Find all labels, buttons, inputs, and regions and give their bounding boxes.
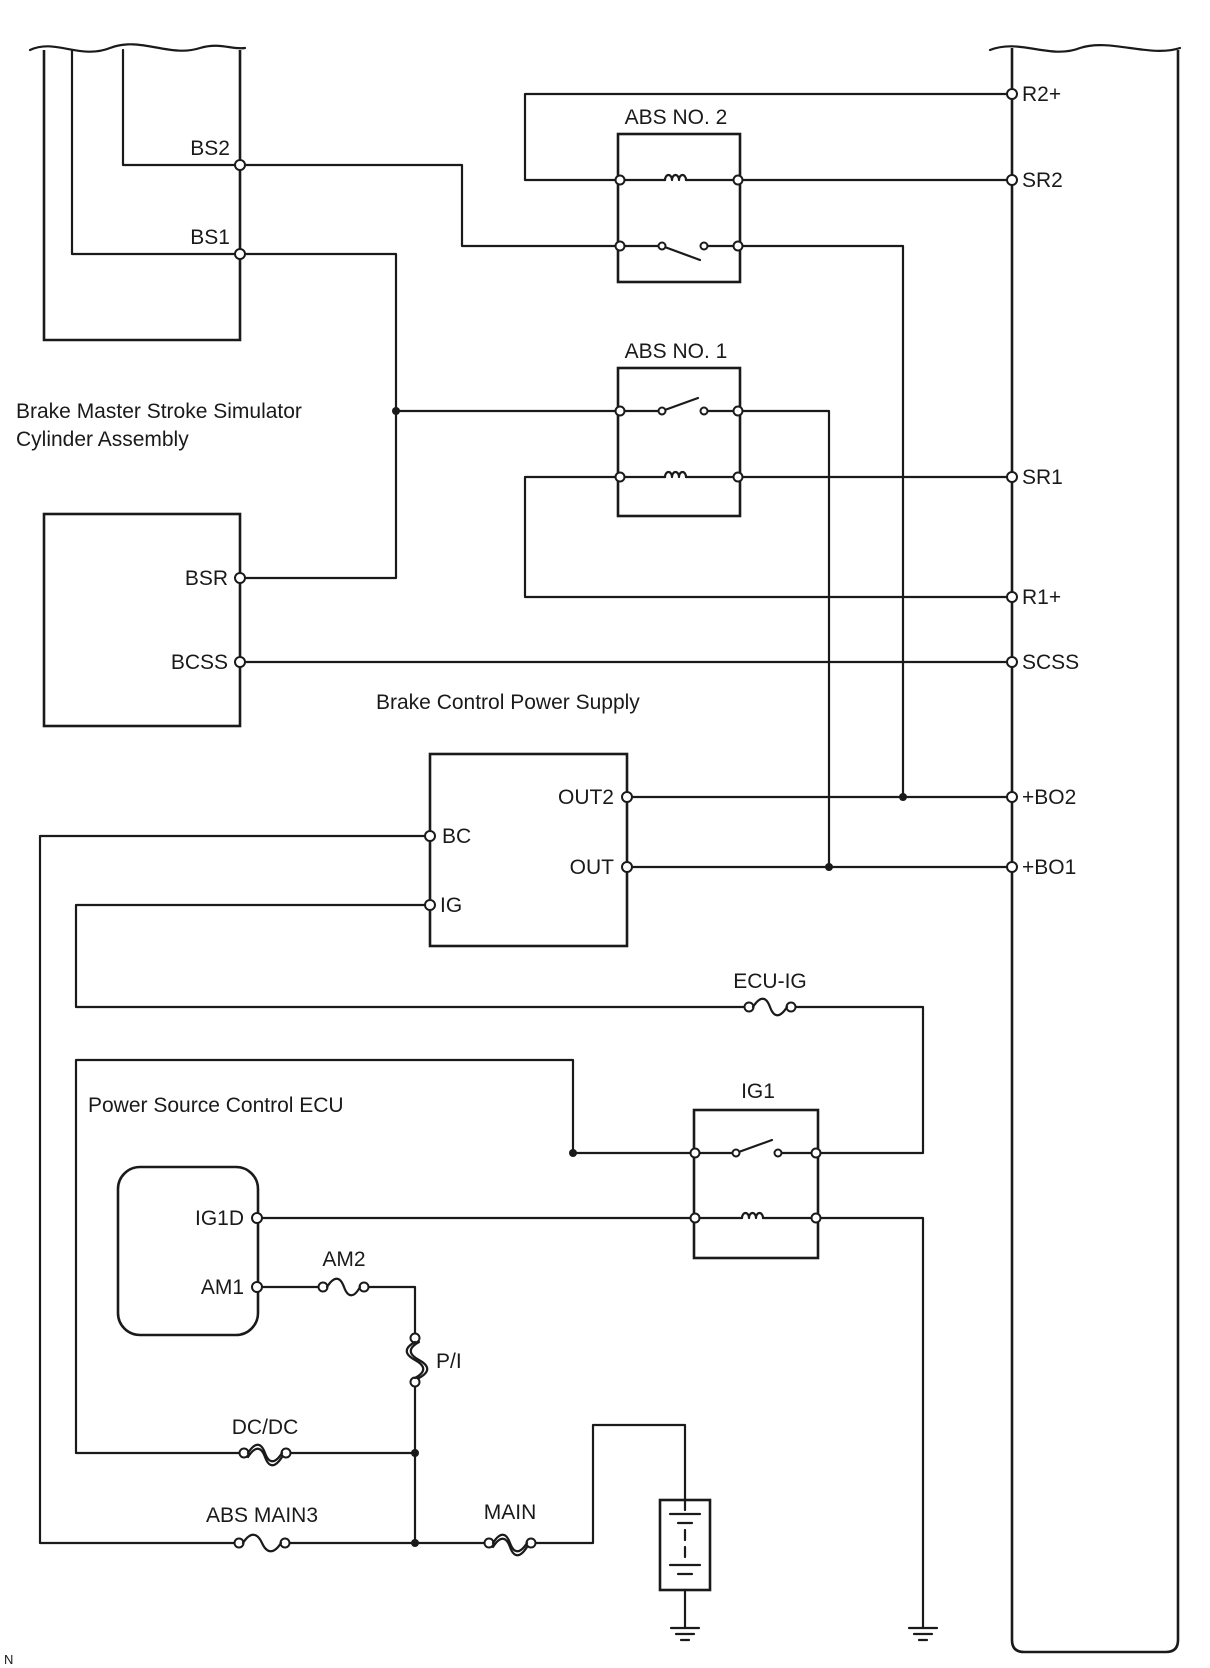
fuse-label-dcdc: DC/DC	[232, 1416, 299, 1439]
relay-abs-no1: ABS NO. 1	[614, 340, 744, 518]
ground-symbol-ig1	[907, 1626, 939, 1642]
relay-label-abs-no1: ABS NO. 1	[625, 340, 728, 363]
terminal-label-r2-plus: R2+	[1022, 83, 1061, 106]
relay-label-ig1: IG1	[741, 1080, 775, 1103]
master-cylinder-label: Brake Master Stroke Simulator Cylinder A…	[16, 400, 302, 451]
wiring-lines	[38, 92, 1009, 1630]
terminal-label-sr1: SR1	[1022, 466, 1063, 489]
fuse-abs-main3: ABS MAIN3	[206, 1504, 318, 1553]
power-supply-block: Brake Control Power Supply OUT2 OUT BC I…	[376, 691, 640, 948]
terminal-label-ig1d: IG1D	[195, 1207, 244, 1230]
junction-dots	[392, 407, 907, 1547]
relay-abs-no2: ABS NO. 2	[614, 106, 744, 284]
terminal-label-out: OUT	[570, 856, 615, 879]
terminal-label-bs1: BS1	[190, 226, 230, 249]
terminal-label-bo1-plus: +BO1	[1022, 856, 1076, 879]
relay-label-abs-no2: ABS NO. 2	[625, 106, 728, 129]
fuse-label-main: MAIN	[484, 1501, 537, 1524]
power-source-ecu-block: Power Source Control ECU IG1D AM1	[88, 1094, 344, 1337]
master-cylinder-label-line1: Brake Master Stroke Simulator	[16, 400, 302, 423]
fuse-am2: AM2	[317, 1248, 370, 1297]
terminal-label-bo2-plus: +BO2	[1022, 786, 1076, 809]
power-source-ecu-label: Power Source Control ECU	[88, 1094, 344, 1117]
battery-symbol	[658, 1498, 712, 1592]
ground-symbol-battery	[669, 1626, 701, 1642]
power-supply-label: Brake Control Power Supply	[376, 691, 640, 714]
terminal-label-bs2: BS2	[190, 137, 230, 160]
fuse-pi: P/I	[405, 1332, 462, 1388]
terminal-label-bsr: BSR	[185, 567, 228, 590]
terminal-label-scss: SCSS	[1022, 651, 1079, 674]
fuse-label-am2: AM2	[322, 1248, 365, 1271]
terminal-label-bcss: BCSS	[171, 651, 228, 674]
master-cylinder-label-line2: Cylinder Assembly	[16, 428, 189, 451]
fuse-label-ecu-ig: ECU-IG	[733, 970, 807, 993]
terminal-label-ig: IG	[440, 894, 462, 917]
master-cylinder-block: BS2 BS1	[28, 43, 247, 342]
terminal-label-am1: AM1	[201, 1276, 244, 1299]
fuse-dcdc: DC/DC	[232, 1416, 299, 1467]
footer-code: N	[4, 1652, 13, 1667]
terminal-label-bc: BC	[442, 825, 471, 848]
fuse-main: MAIN	[483, 1501, 537, 1557]
simulator-block: BSR BCSS	[42, 512, 246, 728]
skid-control-ecu-block: R2+ SR2 SR1 R1+ SCSS +BO2 +BO1	[988, 44, 1182, 1654]
terminal-label-out2: OUT2	[558, 786, 614, 809]
terminal-label-sr2: SR2	[1022, 169, 1063, 192]
fuse-label-abs-main3: ABS MAIN3	[206, 1504, 318, 1527]
terminal-label-r1-plus: R1+	[1022, 586, 1061, 609]
fuse-ecu-ig: ECU-IG	[733, 970, 807, 1017]
fuse-label-pi: P/I	[436, 1350, 462, 1373]
relay-ig1: IG1	[689, 1080, 822, 1260]
